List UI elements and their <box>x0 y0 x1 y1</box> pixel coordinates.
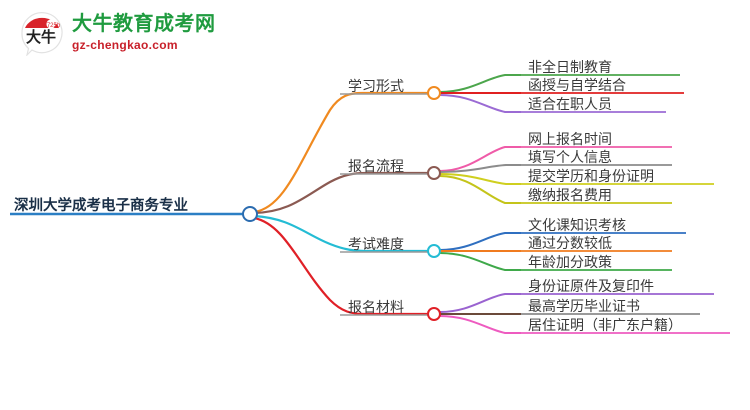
logo-text-block: 大牛教育成考网 gz-chengkao.com <box>72 12 216 53</box>
leaf-curve-0-0 <box>439 74 521 93</box>
leaf-label-3-0[interactable]: 身份证原件及复印件 <box>528 278 654 294</box>
branch-curve-2 <box>253 214 428 253</box>
branch-label-exam-difficulty[interactable]: 考试难度 <box>348 236 404 252</box>
leaf-label-1-0[interactable]: 网上报名时间 <box>528 131 612 147</box>
leaf-curve-1-0 <box>439 146 521 172</box>
leaf-label-0-2[interactable]: 适合在职人员 <box>528 96 612 112</box>
branch-node-circle-1[interactable] <box>427 166 441 180</box>
leaf-label-1-1[interactable]: 填写个人信息 <box>528 149 612 165</box>
branch-label-registration-materials[interactable]: 报名材料 <box>348 299 404 315</box>
logo-subtitle-url: gz-chengkao.com <box>72 38 178 52</box>
daniu-bull-speech-bubble-logo: \u725b 大牛 <box>18 10 66 57</box>
leaf-label-2-1[interactable]: 通过分数较低 <box>528 235 612 251</box>
leaf-curve-1-1 <box>439 164 521 173</box>
leaf-label-2-0[interactable]: 文化课知识考核 <box>528 217 626 233</box>
leaf-curve-2-2 <box>439 252 521 271</box>
root-node-label[interactable]: 深圳大学成考电子商务专业 <box>14 198 188 214</box>
branch-curve-1 <box>253 171 428 215</box>
leaf-label-1-3[interactable]: 缴纳报名费用 <box>528 187 612 203</box>
branch-curve-3 <box>253 216 428 316</box>
branch-node-circle-2[interactable] <box>427 244 441 258</box>
leaf-curve-2-0 <box>439 232 521 251</box>
leaf-label-1-2[interactable]: 提交学历和身份证明 <box>528 168 654 184</box>
leaf-label-3-2[interactable]: 居住证明（非广东户籍） <box>528 317 682 333</box>
leaf-curve-3-2 <box>439 315 521 334</box>
root-node-circle[interactable] <box>242 206 258 222</box>
leaf-label-2-2[interactable]: 年龄加分政策 <box>528 254 612 270</box>
branch-node-circle-3[interactable] <box>427 307 441 321</box>
leaf-curve-0-2 <box>439 94 521 113</box>
site-logo: \u725b 大牛 大牛教育成考网 gz-chengkao.com <box>18 8 248 60</box>
leaf-curve-1-2 <box>439 173 521 185</box>
leaf-curve-3-0 <box>439 293 521 313</box>
logo-mark-text: 大牛 <box>26 28 56 46</box>
branch-label-study-format[interactable]: 学习形式 <box>348 78 404 94</box>
branch-label-registration-process[interactable]: 报名流程 <box>348 158 404 174</box>
branch-curve-0 <box>253 91 428 214</box>
logo-title: 大牛教育成考网 <box>72 13 216 35</box>
branch-node-circle-0[interactable] <box>427 86 441 100</box>
leaf-label-0-1[interactable]: 函授与自学结合 <box>528 77 626 93</box>
leaf-label-0-0[interactable]: 非全日制教育 <box>528 59 612 75</box>
leaf-curve-1-3 <box>439 175 521 204</box>
logo-mark-badge-text: \u725b <box>42 23 61 29</box>
leaf-label-3-1[interactable]: 最高学历毕业证书 <box>528 298 640 314</box>
